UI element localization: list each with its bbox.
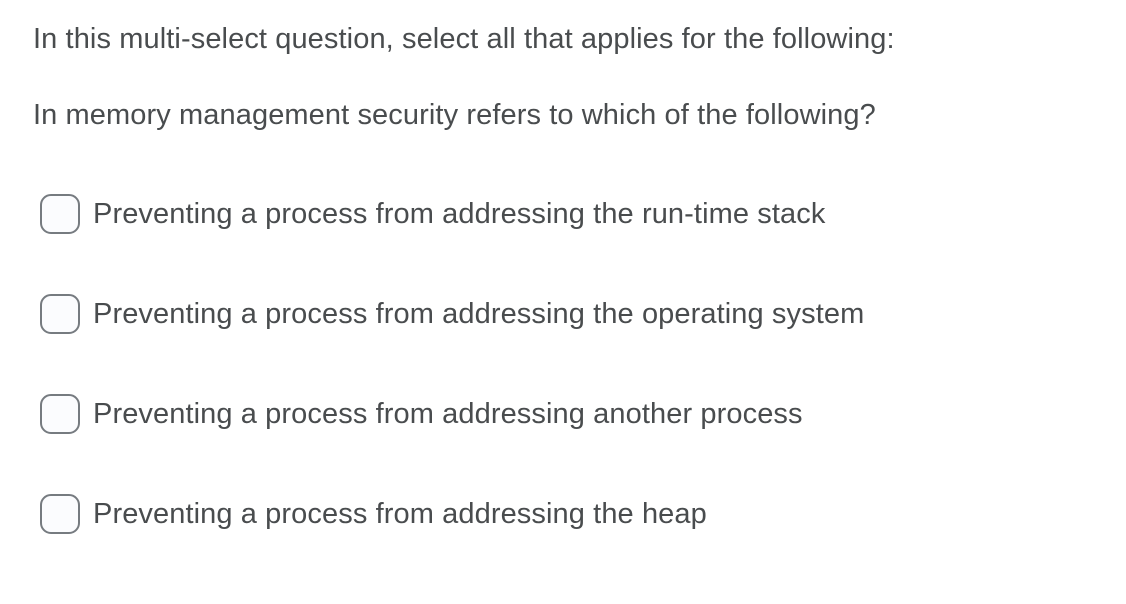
option-row: Preventing a process from addressing the… bbox=[40, 292, 1126, 336]
option-row: Preventing a process from addressing the… bbox=[40, 192, 1126, 236]
option-label[interactable]: Preventing a process from addressing the… bbox=[93, 198, 826, 230]
option-label[interactable]: Preventing a process from addressing ano… bbox=[93, 398, 803, 430]
question-prompt: In memory management security refers to … bbox=[33, 99, 876, 131]
option-checkbox[interactable] bbox=[40, 294, 80, 334]
option-row: Preventing a process from addressing the… bbox=[40, 492, 1126, 536]
option-checkbox[interactable] bbox=[40, 494, 80, 534]
option-label[interactable]: Preventing a process from addressing the… bbox=[93, 298, 865, 330]
question-instruction: In this multi-select question, select al… bbox=[33, 23, 895, 55]
option-row: Preventing a process from addressing ano… bbox=[40, 392, 1126, 436]
option-checkbox[interactable] bbox=[40, 394, 80, 434]
option-checkbox[interactable] bbox=[40, 194, 80, 234]
option-label[interactable]: Preventing a process from addressing the… bbox=[93, 498, 707, 530]
question-text-block: In this multi-select question, select al… bbox=[0, 0, 1126, 134]
options-list: Preventing a process from addressing the… bbox=[0, 192, 1126, 536]
